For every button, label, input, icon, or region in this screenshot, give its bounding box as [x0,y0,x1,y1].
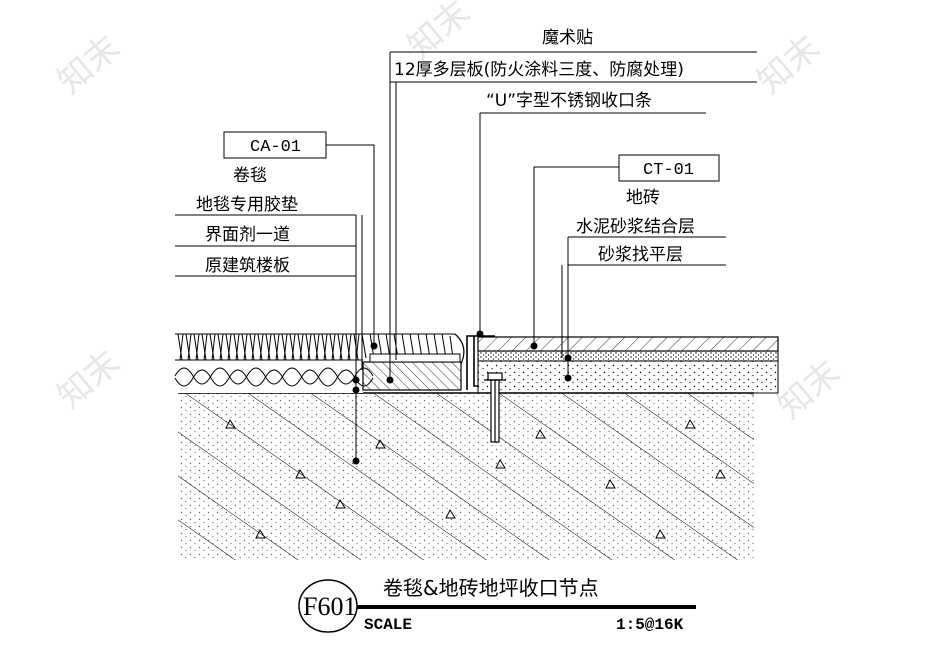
label-carpet-underlay: 地毯专用胶垫 [196,195,298,215]
title-block: F601 卷毯&地砖地坪收口节点 SCALE 1:5@16K [298,576,696,634]
watermark-text: 知末 [770,353,848,427]
watermark-text: 知末 [400,0,478,67]
label-velcro: 魔术贴 [542,28,593,48]
scale-label: SCALE [364,616,412,634]
tile-layers [477,336,779,394]
watermark-text: 知末 [50,28,128,102]
label-carpet: 卷毯 [233,166,267,186]
tag-box-ca01 [223,131,327,159]
drawing-title: 卷毯&地砖地坪收口节点 [383,576,599,600]
scale-value: 1:5@16K [616,616,684,634]
leader-lines [175,51,757,461]
tag-box-ct01 [618,154,720,182]
label-u-trim: “U”字型不锈钢收口条 [486,91,652,111]
anchor-bolt [484,372,506,443]
tag-ct01: CT-01 [643,161,694,180]
drawing-code: F601 [303,592,356,621]
label-plywood: 12厚多层板(防火涂料三度、防腐处理) [394,60,684,80]
label-tile: 地砖 [626,188,660,208]
leader-dots [352,330,572,465]
carpet-underlay [174,359,374,393]
label-interface-agent: 界面剂一道 [205,225,290,245]
watermark-text: 知末 [50,343,128,417]
watermark-text: 知末 [750,28,828,102]
carpet-pile [175,333,465,365]
label-original-slab: 原建筑楼板 [205,256,290,276]
plywood-board [362,353,462,391]
tag-ca01: CA-01 [250,138,301,157]
label-leveling-mortar: 砂浆找平层 [598,245,683,265]
concrete-slab [178,392,754,560]
label-mortar-bond: 水泥砂浆结合层 [576,217,695,237]
